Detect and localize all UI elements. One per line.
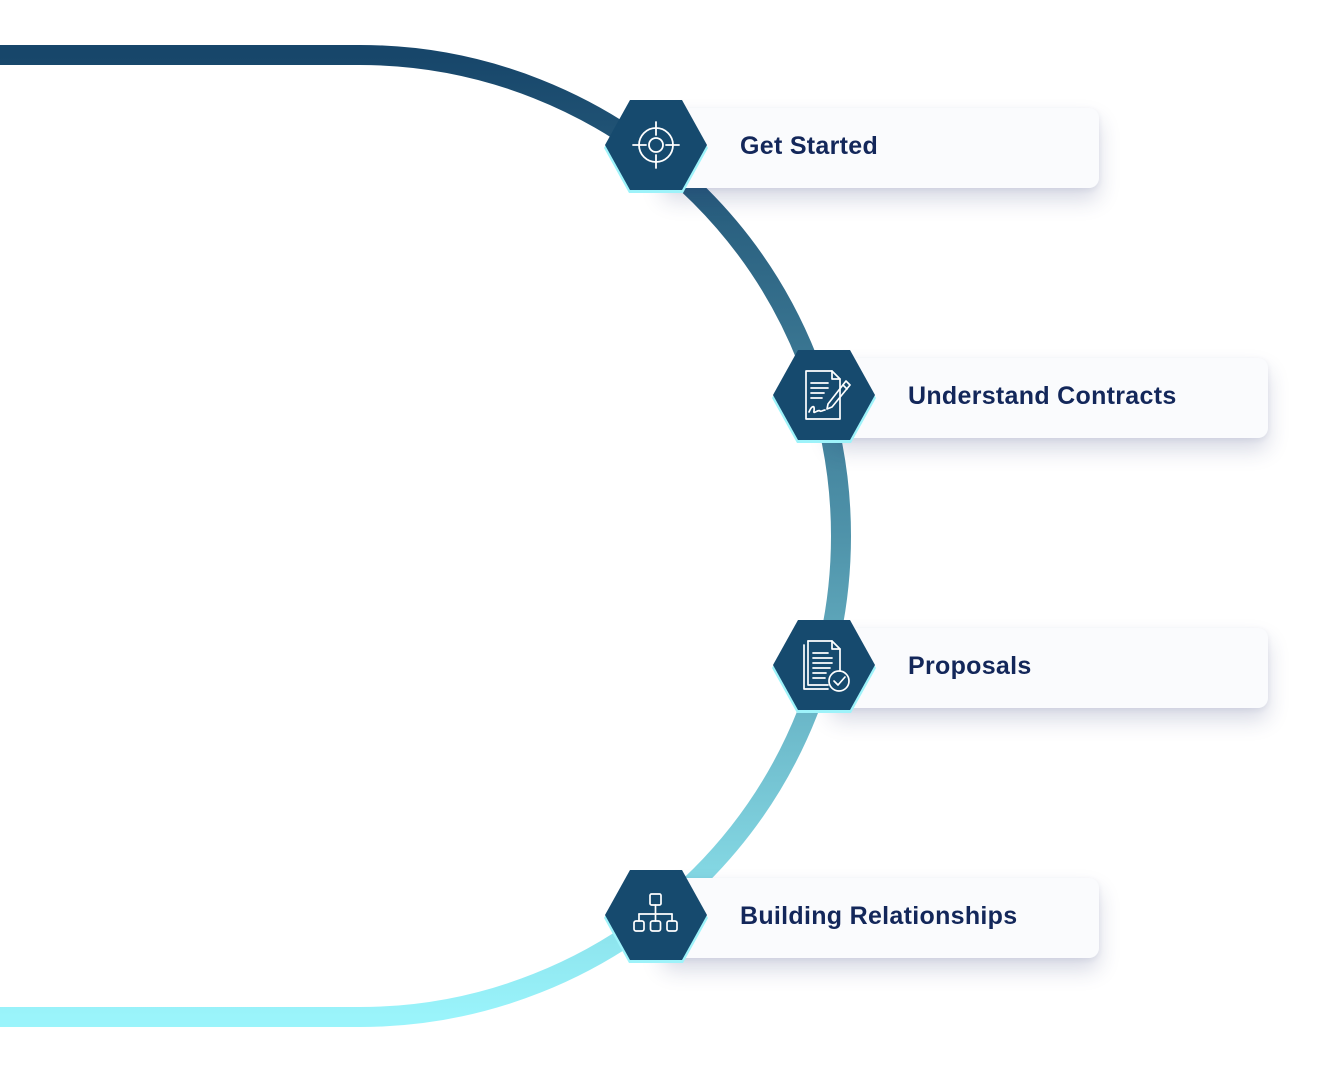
step-proposals: Proposals [770, 618, 1268, 714]
approved-document-icon [803, 640, 850, 692]
target-icon [632, 121, 680, 169]
step-building-relationships: Building Relationships [602, 868, 1099, 964]
step-hexagon [602, 98, 710, 198]
step-label: Proposals [908, 652, 1032, 680]
step-label: Understand Contracts [908, 382, 1177, 410]
step-hexagon [602, 868, 710, 968]
org-chart-icon [633, 893, 678, 932]
journey-curve [0, 45, 851, 1027]
step-card [662, 878, 1099, 958]
signed-contract-icon [805, 370, 851, 420]
step-get-started: Get Started [602, 98, 1099, 194]
step-card [830, 628, 1268, 708]
step-label: Building Relationships [740, 902, 1018, 930]
step-understand-contracts: Understand Contracts [770, 348, 1268, 444]
step-card [662, 108, 1099, 188]
step-hexagon [770, 348, 878, 448]
step-card [830, 358, 1268, 438]
step-hexagon [770, 618, 878, 718]
step-label: Get Started [740, 132, 879, 160]
